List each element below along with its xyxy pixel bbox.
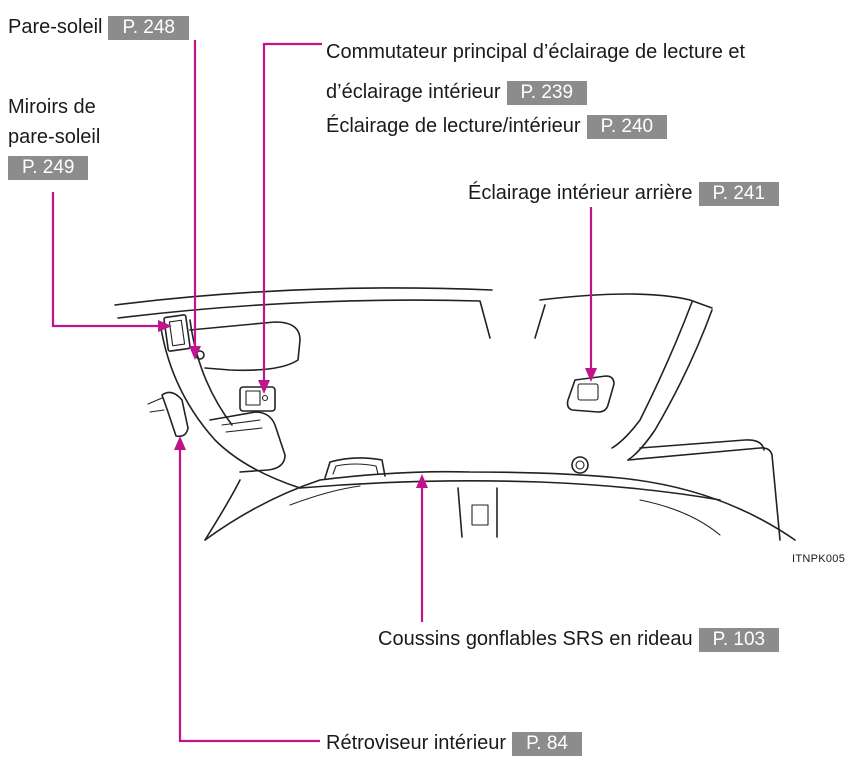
- label-vanity-mirror-line2: pare-soleil: [8, 126, 101, 148]
- label-rear-light-text: Éclairage intérieur arrière: [468, 182, 693, 204]
- ref-badge-main-switch[interactable]: P. 239: [506, 81, 588, 105]
- label-curtain-airbag-text: Coussins gonflables SRS en rideau: [378, 628, 693, 650]
- ref-badge-reading-light[interactable]: P. 240: [586, 115, 668, 139]
- label-main-switch: Commutateur principal d’éclairage de lec…: [326, 32, 745, 112]
- car-headliner-drawing: [114, 287, 796, 541]
- leader-lines: [51, 40, 597, 743]
- label-main-switch-line2: d’éclairage intérieur: [326, 81, 501, 103]
- leader-main-switch: [262, 42, 322, 384]
- leader-vanity-mirror: [51, 192, 162, 328]
- label-rear-view-mirror-text: Rétroviseur intérieur: [326, 732, 507, 754]
- label-reading-light-text: Éclairage de lecture/intérieur: [326, 115, 581, 137]
- label-vanity-mirror-line1: Miroirs de: [8, 96, 96, 118]
- label-vanity-mirror: Miroirs de pare-soleil P. 249: [8, 92, 100, 182]
- ref-badge-rear-light[interactable]: P. 241: [698, 182, 780, 206]
- figure-code: ITNPK005: [792, 553, 846, 565]
- label-main-switch-line1: Commutateur principal d’éclairage de lec…: [326, 41, 746, 63]
- leader-rear-view-mirror: [178, 446, 320, 743]
- ref-badge-rear-view-mirror[interactable]: P. 84: [512, 732, 582, 756]
- ref-badge-sun-visor[interactable]: P. 248: [108, 16, 189, 40]
- ref-badge-vanity-mirror[interactable]: P. 249: [8, 156, 89, 180]
- label-sun-visor-text: Pare-soleil: [8, 16, 103, 38]
- ref-badge-curtain-airbag[interactable]: P. 103: [698, 628, 780, 652]
